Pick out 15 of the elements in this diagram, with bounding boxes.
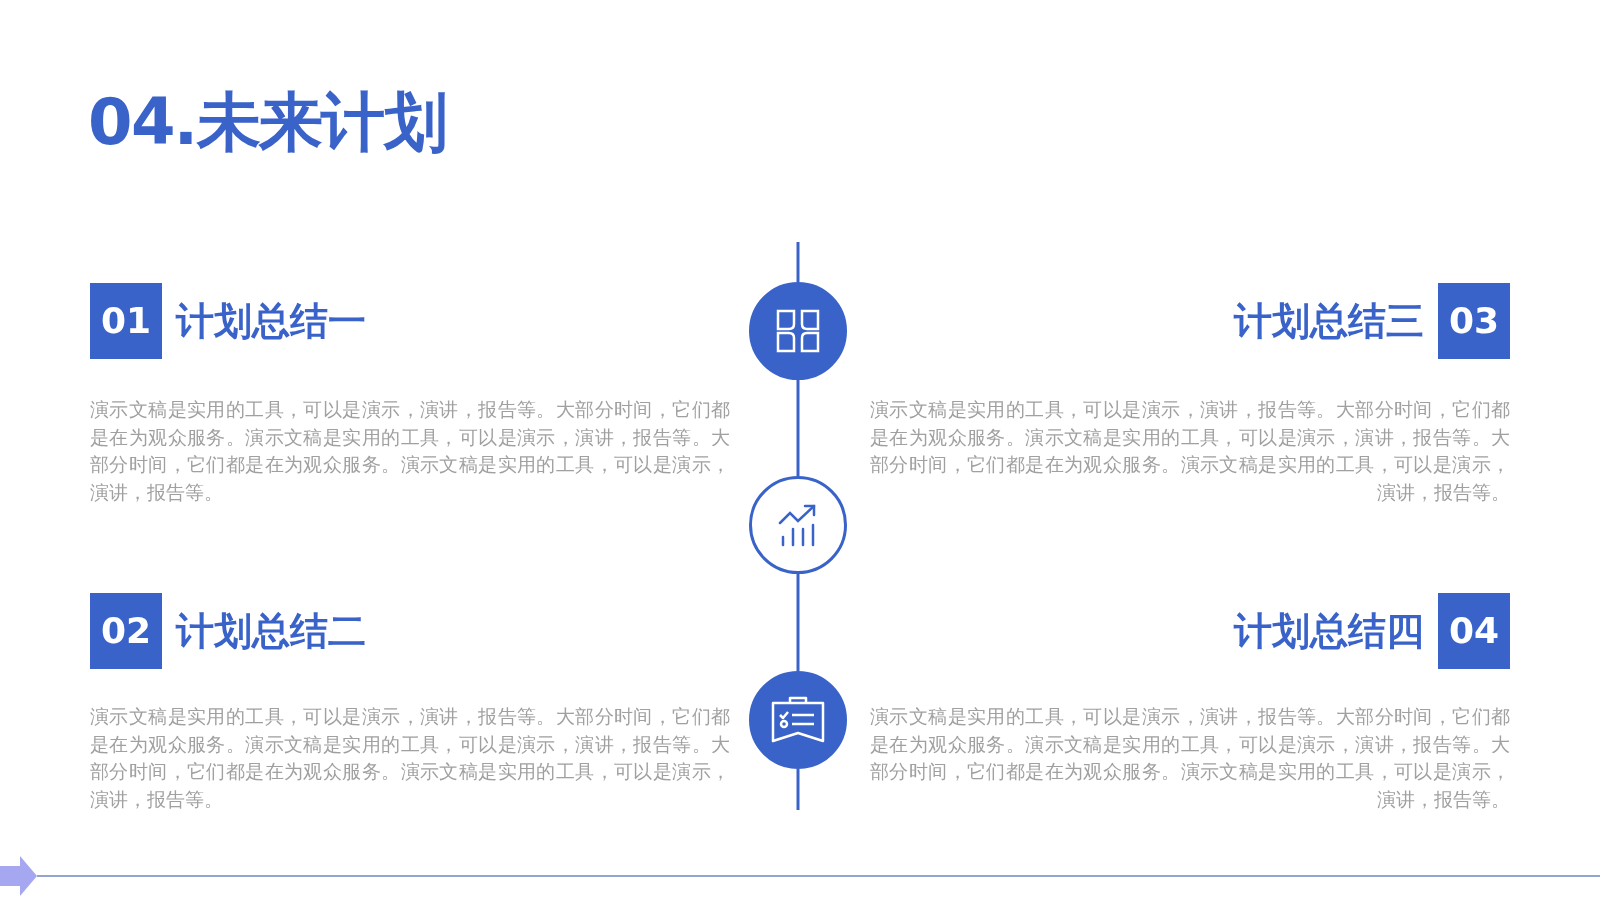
title: 04.未来计划	[88, 90, 447, 154]
number-badge: 04	[1438, 593, 1510, 669]
section-heading: 计划总结一	[176, 297, 366, 345]
section-heading: 计划总结三	[1234, 297, 1424, 345]
description-text: 演示文稿是实用的工具，可以是演示，演讲，报告等。大部分时间，它们都是在为观众服务。演示文稿是实用的工具，可以是演示，演讲，报告等。大部分时间，它们都是在为观众服务。演示文稿是实用的工具，可以是演示，演讲，报告等。	[90, 398, 730, 505]
section-heading: 计划总结四	[1234, 607, 1424, 655]
number-badge: 03	[1438, 283, 1510, 359]
section-heading: 计划总结二	[176, 607, 366, 655]
description-text: 演示文稿是实用的工具，可以是演示，演讲，报告等。大部分时间，它们都是在为观众服务。演示文稿是实用的工具，可以是演示，演讲，报告等。大部分时间，它们都是在为观众服务。演示文稿是实用的工具，可以是演示，演讲，报告等。	[870, 398, 1510, 505]
connector-line	[796, 574, 800, 671]
description-text: 演示文稿是实用的工具，可以是演示，演讲，报告等。大部分时间，它们都是在为观众服务。演示文稿是实用的工具，可以是演示，演讲，报告等。大部分时间，它们都是在为观众服务。演示文稿是实用的工具，可以是演示，演讲，报告等。	[870, 705, 1510, 812]
connector-line	[796, 380, 800, 476]
number-badge: 01	[90, 283, 162, 359]
description-text: 演示文稿是实用的工具，可以是演示，演讲，报告等。大部分时间，它们都是在为观众服务。演示文稿是实用的工具，可以是演示，演讲，报告等。大部分时间，它们都是在为观众服务。演示文稿是实用的工具，可以是演示，演讲，报告等。	[90, 705, 730, 812]
number-badge: 02	[90, 593, 162, 669]
